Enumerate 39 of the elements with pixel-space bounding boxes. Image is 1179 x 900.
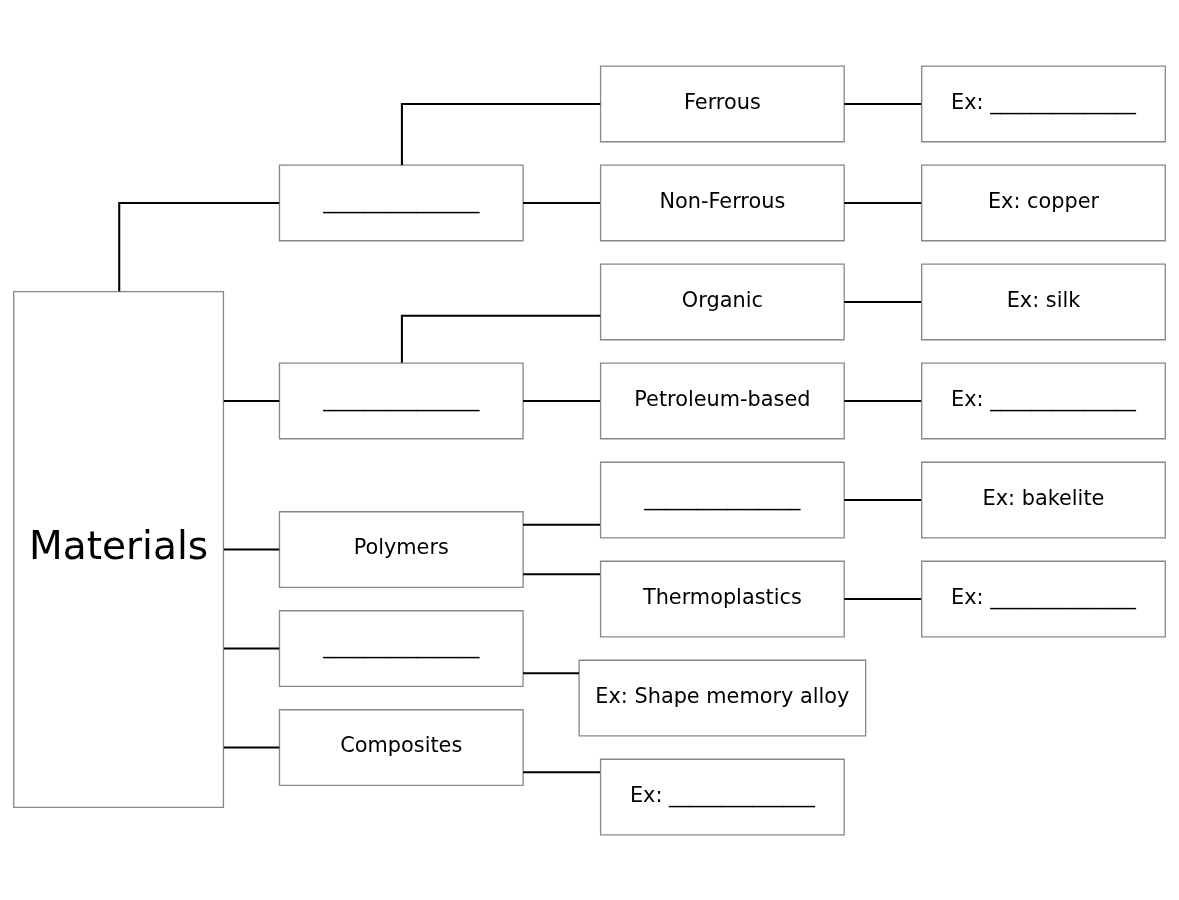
node-box: Ex: ______________	[921, 560, 1166, 637]
connector	[400, 102, 601, 165]
connector	[223, 547, 280, 551]
connector	[523, 201, 601, 204]
connector	[118, 201, 280, 291]
connector	[523, 770, 601, 773]
connector	[844, 399, 922, 402]
connector	[844, 597, 922, 600]
node-box: Thermoplastics	[599, 560, 845, 637]
node-box: Composites	[278, 708, 524, 786]
connector	[844, 102, 922, 105]
node-box: _______________	[278, 609, 524, 687]
connector	[223, 745, 280, 749]
node-box: Non-Ferrous	[599, 164, 845, 241]
node-box: Ex: silk	[921, 263, 1166, 340]
node-box: _______________	[599, 461, 845, 538]
node-box: Ex: ______________	[921, 362, 1166, 439]
node-box: _______________	[278, 164, 524, 241]
node-box: _______________	[278, 362, 524, 439]
connector	[523, 572, 601, 575]
node-box: Materials	[13, 290, 225, 808]
node-box: Ex: ______________	[599, 758, 845, 835]
node-box: Ex: Shape memory alloy	[578, 659, 867, 736]
node-box: Petroleum-based	[599, 362, 845, 439]
connector	[844, 498, 922, 501]
connector	[844, 300, 922, 303]
node-box: Ex: bakelite	[921, 461, 1166, 538]
node-box: Ex: copper	[921, 164, 1166, 241]
connector	[223, 646, 280, 650]
connector	[523, 671, 580, 674]
node-box: Organic	[599, 263, 845, 340]
connector	[844, 201, 922, 204]
connector	[523, 399, 601, 402]
node-box: Ferrous	[599, 65, 845, 142]
connector	[523, 523, 601, 526]
connector	[400, 314, 601, 363]
connector	[223, 399, 280, 402]
node-box: Polymers	[278, 510, 524, 588]
node-box: Ex: ______________	[921, 65, 1166, 142]
